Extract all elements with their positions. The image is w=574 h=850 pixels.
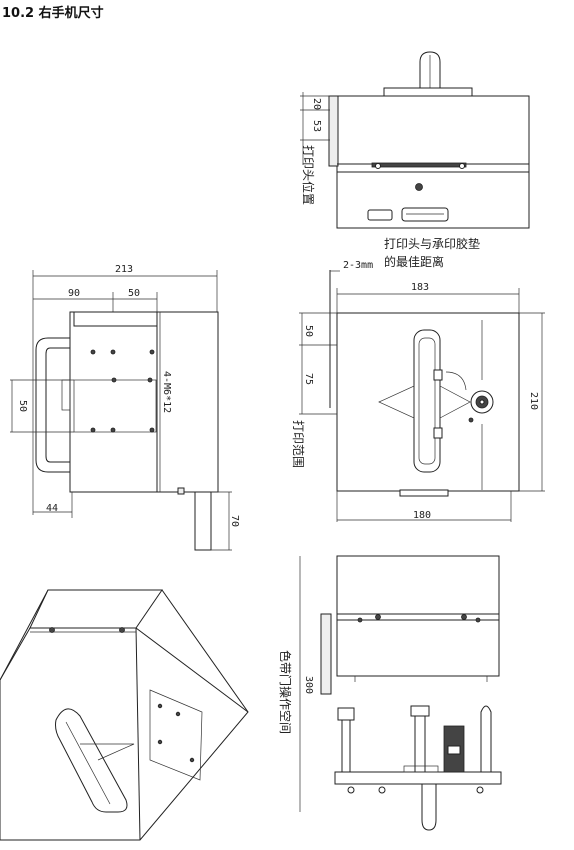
left-spindle (341, 717, 351, 773)
gap-label: 2-3mm (343, 260, 373, 271)
side-dim-bottom-left: 44 (46, 503, 58, 514)
back-dim-second: 53 (311, 120, 322, 132)
side-stub (194, 491, 212, 551)
section-heading: 10.2 右手机尺寸 (2, 5, 104, 21)
ribbon-door-strip (320, 613, 332, 695)
front-foot (399, 489, 449, 497)
front-view: 2-3mm 183 50 75 打印范围 210 (291, 260, 545, 522)
center-spindle (414, 713, 426, 773)
note-line-1: 打印头与承印胶垫 (384, 236, 480, 251)
print-range-label: 打印范围 (291, 420, 305, 468)
top-rail (383, 87, 473, 97)
bottom-dim-height: 300 (303, 676, 314, 694)
serial-port (367, 209, 393, 221)
print-slot (371, 162, 467, 168)
front-handle (413, 329, 441, 473)
side-handle (35, 337, 71, 473)
print-head-position-label: 打印头位置 (301, 145, 316, 205)
side-dim-mid: 50 (128, 288, 140, 299)
front-dim-width: 183 (411, 282, 429, 293)
side-dim-left: 90 (68, 288, 80, 299)
iso-side-plate (149, 689, 203, 781)
side-dim-stub: 70 (229, 515, 240, 527)
ribbon-door-space-label: 色带门操作空间 (278, 650, 293, 734)
side-dim-height: 50 (17, 400, 28, 412)
bottom-body (336, 555, 500, 677)
back-view: 20 53 打印头位置 (300, 51, 530, 229)
right-spindle (480, 705, 492, 773)
bottom-handle (421, 783, 437, 831)
side-dim-overall: 213 (115, 264, 133, 275)
front-dim-height: 210 (528, 392, 539, 410)
iso-handle (55, 708, 128, 813)
bottom-view: 300 色带门操作空间 (278, 555, 502, 831)
side-view: 213 90 50 4-M6*12 50 (10, 264, 240, 551)
back-body (336, 95, 530, 229)
side-body (69, 311, 219, 493)
back-side-strip (328, 95, 339, 167)
db-port (401, 207, 449, 222)
base-plate (334, 771, 502, 785)
back-dim-top: 20 (311, 98, 322, 110)
front-dim-offset: 50 (303, 325, 314, 337)
isometric-view (0, 589, 249, 841)
front-dim-bottom: 180 (413, 510, 431, 521)
port-round (415, 183, 423, 191)
screw-spec-label: 4-M6*12 (161, 371, 172, 413)
front-dim-range: 75 (303, 373, 314, 385)
note-line-2: 的最佳距离 (384, 254, 444, 269)
